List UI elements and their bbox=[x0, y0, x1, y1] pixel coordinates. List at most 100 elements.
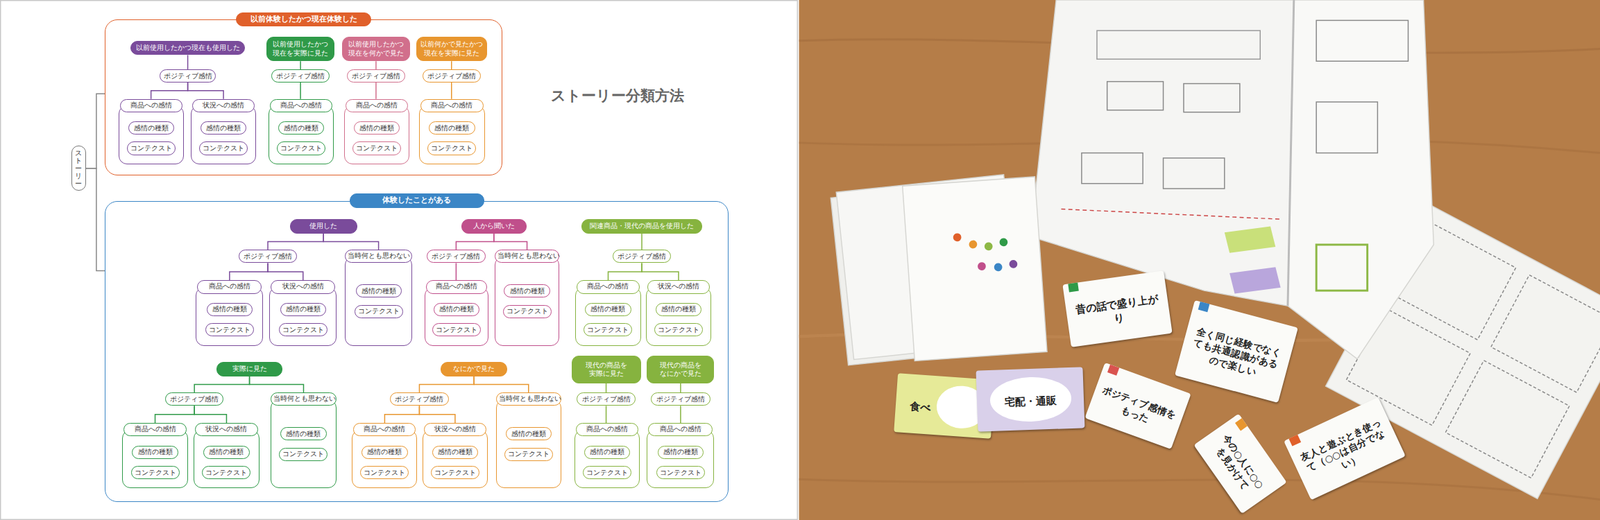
card-stack-figure bbox=[1229, 267, 1281, 294]
frame-outline bbox=[122, 430, 188, 490]
attribute-pill: 感情の種類 bbox=[128, 121, 175, 135]
booklet-right-page bbox=[1287, 0, 1434, 360]
node-text: 以前何かで見たかつ現在を実際に見た bbox=[419, 40, 484, 58]
node-text: コンテクスト bbox=[202, 144, 245, 153]
group-frame: 以前体験したかつ現在体験した以前使用したかつ現在も使用したポジティブ感情商品への… bbox=[104, 12, 502, 176]
node-text: ポジティブ感情 bbox=[351, 72, 401, 81]
node-text: 感情の種類 bbox=[437, 448, 473, 457]
heading-row: 状況への感情 bbox=[269, 280, 337, 294]
node-text: コンテクスト bbox=[205, 469, 248, 478]
connector bbox=[384, 405, 420, 424]
node-text: 感情の種類 bbox=[208, 448, 244, 457]
node-text: 感情の種類 bbox=[509, 287, 545, 296]
frame-heading: 商品への感情 bbox=[426, 280, 488, 294]
node-text: 感情の種類 bbox=[138, 448, 173, 457]
connector bbox=[455, 262, 458, 281]
heading-row: 当時何とも思わない bbox=[344, 249, 413, 263]
heading-row: 状況への感情 bbox=[193, 423, 259, 437]
heading-row: 体験したことがある bbox=[104, 193, 729, 209]
node-text: コンテクスト bbox=[507, 450, 550, 459]
attribute-pill: コンテクスト bbox=[503, 305, 552, 319]
connector bbox=[641, 233, 643, 251]
heading-row: 当時何とも思わない bbox=[270, 392, 338, 406]
attribute-pill: 感情の種類 bbox=[655, 303, 702, 317]
frame-heading: 商品への感情 bbox=[420, 99, 483, 113]
node-text: 感情の種類 bbox=[285, 305, 321, 314]
emotion-frame: 状況への感情感情の種類コンテクスト bbox=[645, 280, 712, 346]
emotion-frame: 商品への感情感情の種類コンテクスト bbox=[575, 280, 641, 346]
node-text: ポジティブ感情 bbox=[582, 395, 631, 404]
frame-outline bbox=[193, 430, 259, 490]
node-text: 以前使用したかつ現在を実際に見た bbox=[271, 40, 329, 58]
attribute-pill: 感情の種類 bbox=[584, 303, 631, 317]
frame-outline bbox=[496, 399, 562, 490]
heading-row: 商品への感情 bbox=[195, 280, 263, 294]
node-text: ポジティブ感情 bbox=[243, 252, 293, 261]
category-pill: 関連商品・現代の商品を使用した bbox=[581, 219, 703, 234]
node-text: 感情の種類 bbox=[663, 448, 699, 457]
category-pill: 以前何かで見たかつ現在を実際に見た bbox=[416, 36, 488, 62]
emotion-frame: 商品への感情感情の種類コンテクスト bbox=[122, 423, 188, 489]
attribute-pill: 感情の種類 bbox=[432, 446, 479, 460]
node-text: ポジティブ感情 bbox=[169, 395, 219, 404]
category-pill: 実際に見た bbox=[216, 362, 284, 377]
emotion-frame: 商品への感情感情の種類コンテクスト bbox=[574, 423, 640, 489]
card-text: 全く同じ経験でなくても共通認識があるので楽しい bbox=[1186, 324, 1286, 385]
booklet-figure bbox=[1096, 30, 1261, 59]
node-text: コンテクスト bbox=[434, 469, 476, 478]
color-dot bbox=[993, 262, 1003, 272]
heading-row: 商品への感情 bbox=[646, 423, 714, 437]
group-heading: 以前体験したかつ現在体験した bbox=[235, 12, 372, 28]
connector bbox=[641, 262, 679, 281]
emotion-frame: 商品への感情感情の種類コンテクスト bbox=[419, 99, 485, 165]
node-text: コンテクスト bbox=[586, 469, 628, 478]
node-text: 感情の種類 bbox=[212, 305, 248, 314]
frame-heading: 商品への感情 bbox=[123, 423, 186, 437]
dashed-box bbox=[1491, 275, 1600, 393]
connector bbox=[194, 376, 250, 394]
card-tab bbox=[1067, 283, 1079, 293]
booklet-figure bbox=[1316, 244, 1368, 291]
root-text: ストーリー bbox=[74, 149, 82, 188]
attribute-pill: 感情の種類 bbox=[131, 446, 178, 460]
connector bbox=[299, 61, 302, 70]
heading-row: 状況への感情 bbox=[190, 99, 257, 113]
attribute-pill: コンテクスト bbox=[278, 323, 328, 337]
connector bbox=[375, 61, 377, 70]
booklet-figure bbox=[1316, 20, 1408, 62]
frame-outline bbox=[190, 105, 257, 165]
frame-heading: 当時何とも思わない bbox=[270, 392, 338, 406]
node-text: 使用した bbox=[309, 222, 338, 231]
frame-heading: 当時何とも思わない bbox=[344, 249, 413, 263]
frame-outline bbox=[646, 430, 714, 490]
frame-outline bbox=[424, 287, 490, 347]
frame-heading: 商品への感情 bbox=[269, 99, 333, 113]
emotion-pill: ポジティブ感情 bbox=[389, 392, 449, 406]
node-text: 感情の種類 bbox=[361, 287, 397, 296]
node-text: コンテクスト bbox=[282, 326, 325, 335]
booklet-spine bbox=[1287, 0, 1295, 306]
diagram-title: ストーリー分類方法 bbox=[550, 87, 685, 105]
connector bbox=[86, 93, 106, 168]
attribute-pill: 感情の種類 bbox=[433, 303, 480, 317]
node-text: ポジティブ感情 bbox=[276, 72, 325, 81]
connector bbox=[605, 383, 608, 393]
emotion-frame: 商品への感情感情の種類コンテクスト bbox=[646, 423, 714, 489]
frame-heading: 状況への感情 bbox=[194, 423, 258, 437]
emotion-frame: 状況への感情感情の種類コンテクスト bbox=[190, 99, 257, 165]
connector bbox=[605, 405, 608, 424]
heading-row: 当時何とも思わない bbox=[496, 392, 562, 406]
connector bbox=[151, 82, 189, 100]
booklet-figure bbox=[1107, 81, 1164, 111]
attribute-pill: コンテクスト bbox=[131, 466, 180, 480]
emotion-pill: ポジティブ感情 bbox=[271, 69, 330, 83]
node-text: コンテクスト bbox=[586, 326, 629, 335]
emotion-frame: 当時何とも思わない感情の種類コンテクスト bbox=[494, 249, 560, 346]
connector bbox=[267, 262, 304, 281]
attribute-pill: コンテクスト bbox=[654, 323, 703, 337]
frame-outline bbox=[422, 430, 488, 490]
emotion-frame: 商品への感情感情の種類コンテクスト bbox=[268, 99, 334, 165]
frame-heading: 商品への感情 bbox=[576, 280, 640, 294]
node-text: 感情の種類 bbox=[439, 305, 474, 314]
node-text: コンテクスト bbox=[657, 326, 700, 335]
